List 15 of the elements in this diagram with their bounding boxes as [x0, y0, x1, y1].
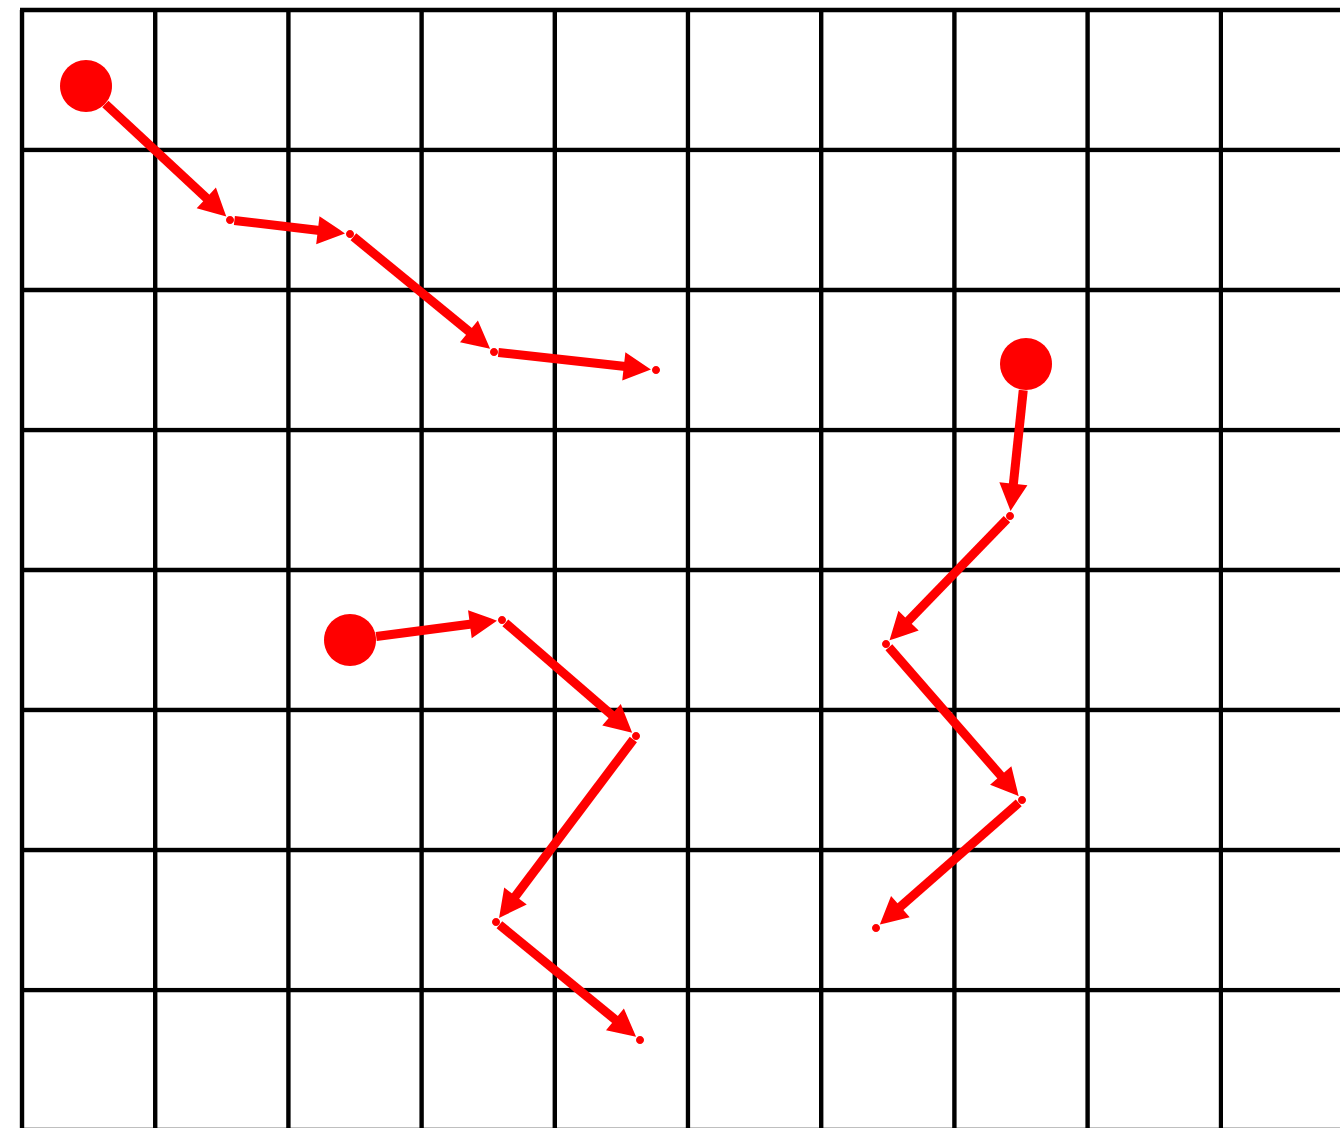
walk-vertex: [226, 215, 234, 224]
walk-vertex: [490, 348, 498, 356]
start-dot: [324, 614, 376, 666]
walk-vertex: [872, 923, 880, 932]
start-dot: [60, 60, 112, 112]
walk-vertex: [632, 732, 640, 740]
walk-vertex: [1006, 511, 1014, 520]
walk-vertex: [652, 366, 660, 374]
walk-vertex: [346, 230, 354, 238]
walk-vertex: [1018, 795, 1026, 804]
walk-vertex: [882, 639, 890, 648]
walk-vertex: [498, 615, 506, 624]
walk-vertex: [636, 1035, 644, 1044]
walk-vertex: [492, 917, 500, 926]
start-dot: [1000, 337, 1052, 390]
